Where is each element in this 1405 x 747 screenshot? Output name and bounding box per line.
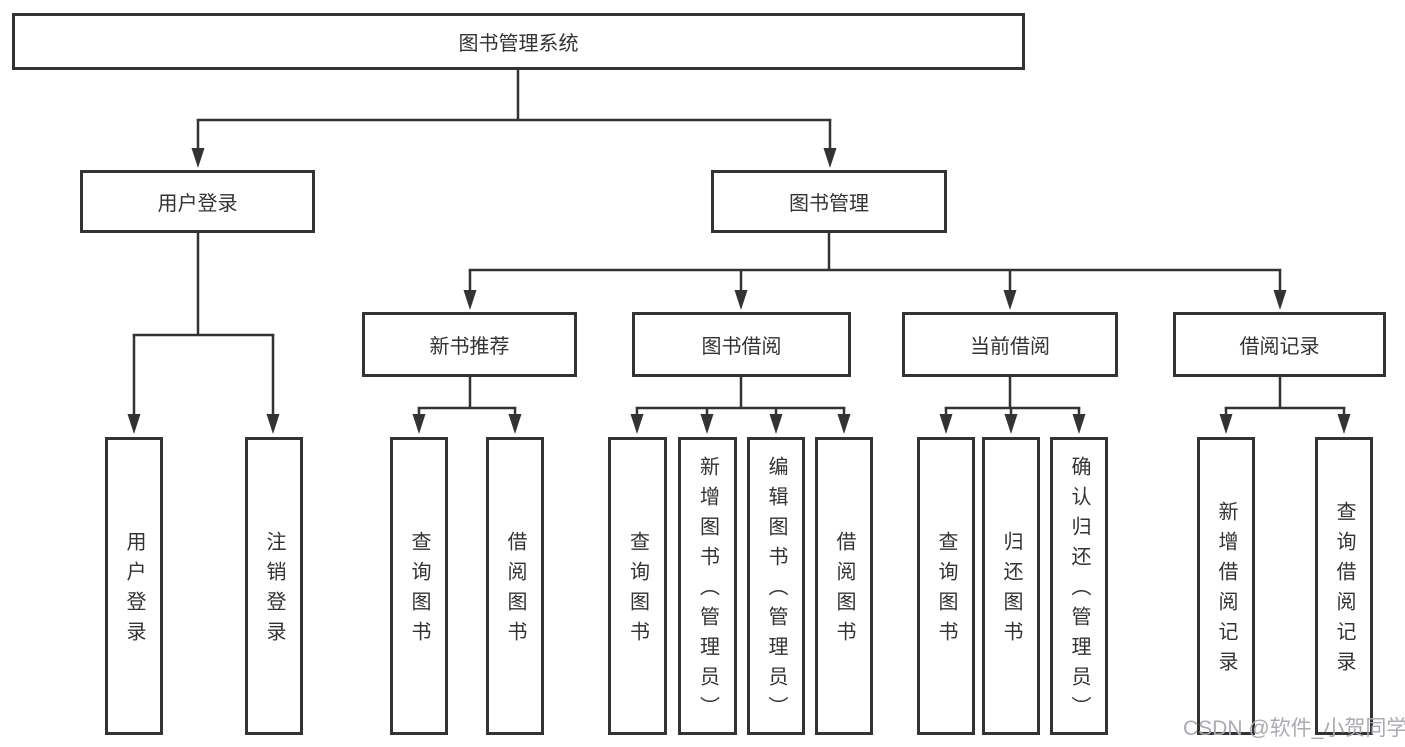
node-label: 用户登录: [123, 531, 145, 651]
leaf-query-borrow-record: 查询借阅记录: [1315, 437, 1373, 735]
node-book-management: 图书管理: [711, 170, 947, 233]
node-user-login: 用户登录: [80, 170, 315, 233]
node-label: 借阅图书: [833, 531, 855, 651]
node-label: 编辑图书（管理员）: [765, 456, 787, 726]
node-label: 用户登录: [157, 193, 238, 215]
leaf-user-login: 用户登录: [105, 437, 163, 735]
node-current-borrow: 当前借阅: [902, 312, 1118, 377]
leaf-newbooks-query-books: 查询图书: [390, 437, 448, 735]
node-label: 查询图书: [408, 531, 430, 651]
node-label: 图书管理: [789, 193, 869, 215]
node-label: 查询借阅记录: [1333, 501, 1355, 681]
node-label: 查询图书: [935, 531, 957, 651]
node-label: 图书借阅: [701, 336, 782, 358]
arrowheads: [127, 148, 1351, 434]
node-borrow-records: 借阅记录: [1173, 312, 1386, 377]
node-book-borrow: 图书借阅: [632, 312, 851, 377]
node-system-root: 图书管理系统: [12, 13, 1025, 70]
leaf-return-books: 归还图书: [982, 437, 1040, 735]
node-label: 归还图书: [1000, 531, 1022, 651]
leaf-current-query-books: 查询图书: [917, 437, 975, 735]
node-label: 借阅图书: [504, 531, 526, 651]
node-label: 新书推荐: [429, 336, 510, 358]
node-label: 新增借阅记录: [1215, 501, 1237, 681]
leaf-add-borrow-record: 新增借阅记录: [1197, 437, 1255, 735]
node-label: 注销登录: [263, 531, 285, 651]
leaf-add-books-admin: 新增图书（管理员）: [678, 437, 737, 735]
node-label: 确认归还（管理员）: [1068, 456, 1090, 726]
node-label: 查询图书: [626, 531, 649, 651]
node-new-book-recommend: 新书推荐: [362, 312, 577, 377]
node-label: 图书管理系统: [458, 33, 579, 55]
leaf-borrow-books: 借阅图书: [815, 437, 873, 735]
leaf-logout: 注销登录: [245, 437, 303, 735]
node-label: 当前借阅: [970, 336, 1050, 358]
node-label: 借阅记录: [1239, 336, 1320, 358]
leaf-edit-books-admin: 编辑图书（管理员）: [747, 437, 805, 735]
leaf-newbooks-borrow-books: 借阅图书: [486, 437, 544, 735]
leaf-borrow-query-books: 查询图书: [608, 437, 667, 735]
leaf-confirm-return-admin: 确认归还（管理员）: [1050, 437, 1108, 735]
node-label: 新增图书（管理员）: [696, 456, 719, 726]
